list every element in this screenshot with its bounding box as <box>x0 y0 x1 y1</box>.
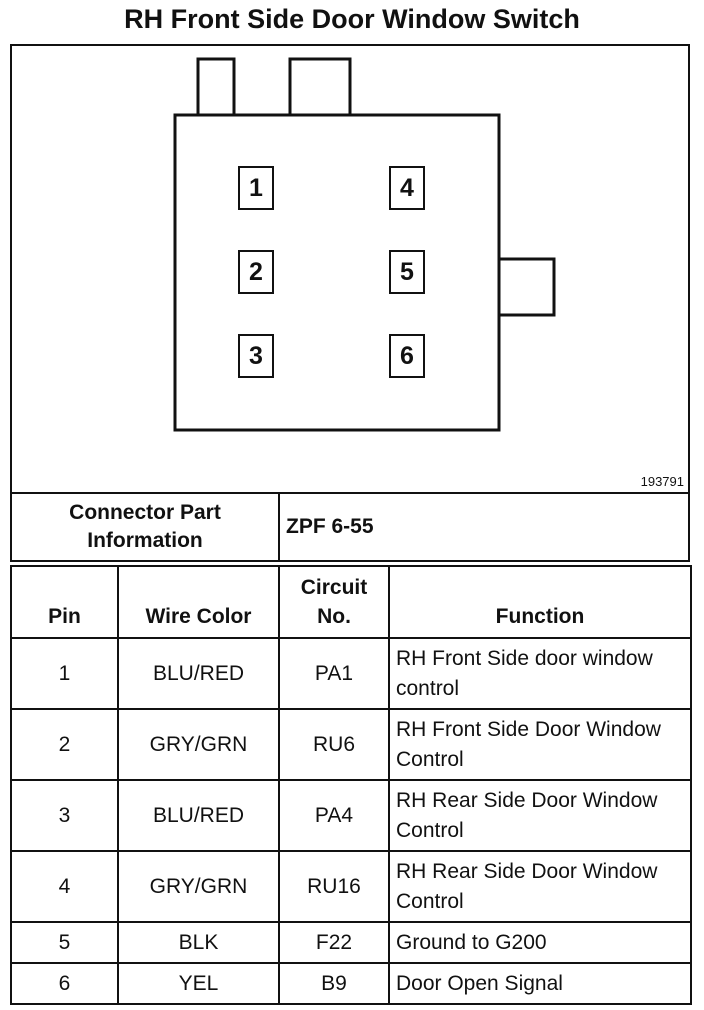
connector-side-latch <box>496 257 556 317</box>
connector-diagram-frame: 1 2 3 4 5 6 193791 <box>10 44 690 492</box>
row-circuit: PA4 <box>278 779 390 852</box>
connector-pin-3: 3 <box>238 334 274 378</box>
header-circuit-no: Circuit No. <box>278 565 390 639</box>
header-function: Function <box>388 565 692 639</box>
connector-top-tab-right <box>288 57 352 117</box>
table-row: 5 BLK F22 Ground to G200 <box>10 921 692 964</box>
connector-pin-4: 4 <box>389 166 425 210</box>
row-function: RH Front Side door window control <box>388 637 692 710</box>
row-function: Door Open Signal <box>388 962 692 1005</box>
row-circuit: PA1 <box>278 637 390 710</box>
row-circuit: RU6 <box>278 708 390 781</box>
row-pin: 1 <box>10 637 119 710</box>
row-function: RH Front Side Door Window Control <box>388 708 692 781</box>
row-function: RH Rear Side Door Window Control <box>388 850 692 923</box>
row-wire-color: BLU/RED <box>117 779 280 852</box>
row-pin: 6 <box>10 962 119 1005</box>
row-function: Ground to G200 <box>388 921 692 964</box>
row-wire-color: BLU/RED <box>117 637 280 710</box>
row-wire-color: YEL <box>117 962 280 1005</box>
row-wire-color: BLK <box>117 921 280 964</box>
row-circuit: F22 <box>278 921 390 964</box>
row-circuit: B9 <box>278 962 390 1005</box>
row-wire-color: GRY/GRN <box>117 708 280 781</box>
connector-pin-5: 5 <box>389 250 425 294</box>
connector-pin-1: 1 <box>238 166 274 210</box>
connector-part-info-label: Connector Part Information <box>10 492 280 562</box>
row-pin: 3 <box>10 779 119 852</box>
row-circuit: RU16 <box>278 850 390 923</box>
connector-body <box>173 113 501 432</box>
connector-pin-2: 2 <box>238 250 274 294</box>
row-pin: 4 <box>10 850 119 923</box>
connector-info-row: Connector Part Information ZPF 6-55 <box>10 492 690 562</box>
diagram-id: 193791 <box>640 474 684 489</box>
table-row: 6 YEL B9 Door Open Signal <box>10 962 692 1005</box>
row-pin: 5 <box>10 921 119 964</box>
header-pin: Pin <box>10 565 119 639</box>
row-wire-color: GRY/GRN <box>117 850 280 923</box>
row-function: RH Rear Side Door Window Control <box>388 779 692 852</box>
table-row: 3 BLU/RED PA4 RH Rear Side Door Window C… <box>10 779 692 852</box>
connector-part-number: ZPF 6-55 <box>278 492 690 562</box>
pinout-table: Pin Wire Color Circuit No. Function 1 BL… <box>10 565 692 1005</box>
connector-top-tab-left <box>196 57 236 117</box>
table-row: 1 BLU/RED PA1 RH Front Side door window … <box>10 637 692 710</box>
connector-pin-6: 6 <box>389 334 425 378</box>
row-pin: 2 <box>10 708 119 781</box>
connector-outline <box>173 57 556 432</box>
table-row: 4 GRY/GRN RU16 RH Rear Side Door Window … <box>10 850 692 923</box>
diagram-title: RH Front Side Door Window Switch <box>124 4 580 34</box>
header-wire-color: Wire Color <box>117 565 280 639</box>
pinout-header-row: Pin Wire Color Circuit No. Function <box>10 565 692 639</box>
connector-info-table: Connector Part Information ZPF 6-55 <box>10 492 690 562</box>
table-row: 2 GRY/GRN RU6 RH Front Side Door Window … <box>10 708 692 781</box>
